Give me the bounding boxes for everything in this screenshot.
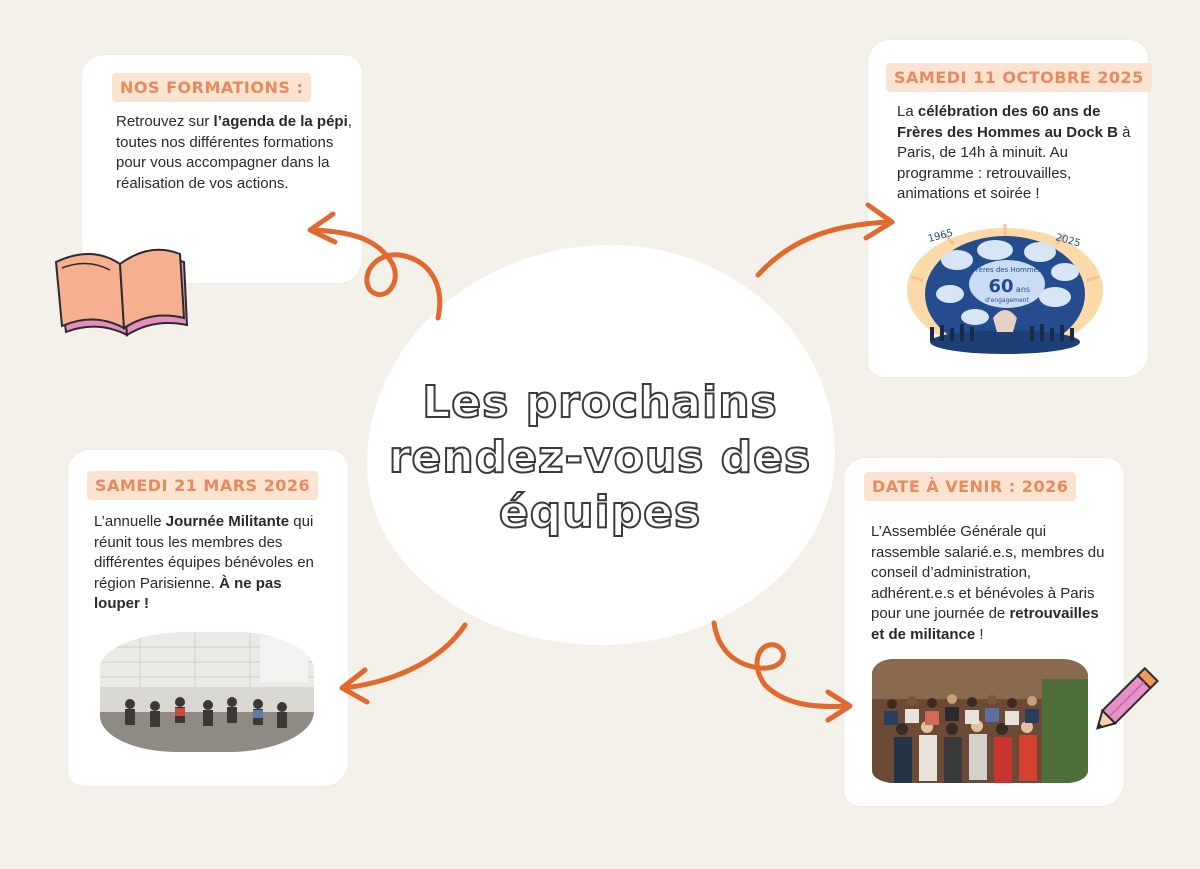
badge-engagement: d'engagement (985, 297, 1029, 304)
text-venir: L’Assemblée Générale qui rassemble salar… (871, 523, 1105, 643)
text-octobre: La célébration des 60 ans de Frères des … (897, 103, 1131, 202)
title-line-2: rendez-vous des (388, 431, 812, 484)
arrow-top-right (755, 202, 895, 278)
link-agenda-pepi[interactable]: l’agenda de la pépi (213, 113, 348, 130)
photo-assemblee-generale (872, 659, 1088, 783)
tag-octobre: SAMEDI 11 OCTOBRE 2025 (886, 63, 1152, 92)
text-formations: Retrouvez sur l’agenda de la pépi, toute… (116, 113, 352, 192)
text-mars: L’annuelle Journée Militante qui réunit … (94, 513, 314, 612)
title-line-3: équipes (498, 486, 702, 539)
center-blob (367, 245, 835, 645)
title-line-1: Les prochains (421, 376, 778, 429)
arrow-bottom-right (711, 620, 853, 723)
page-title: Les prochains rendez-vous des équipes (380, 375, 820, 540)
tag-venir: DATE À VENIR : 2026 (864, 472, 1077, 501)
anniversary-badge: 1965 2025 Frères des Hommes 60 ans d'eng… (905, 222, 1105, 355)
badge-ans: ans (1016, 285, 1030, 294)
tag-mars: SAMEDI 21 MARS 2026 (87, 471, 319, 500)
badge-org: Frères des Hommes (972, 266, 1042, 274)
arrow-bottom-left (339, 622, 468, 705)
pencil-icon (1095, 666, 1159, 730)
badge-60: 60 (988, 276, 1013, 297)
open-book-icon (54, 248, 189, 337)
arrow-top-left (307, 211, 443, 321)
tag-formations: NOS FORMATIONS : (112, 73, 312, 102)
